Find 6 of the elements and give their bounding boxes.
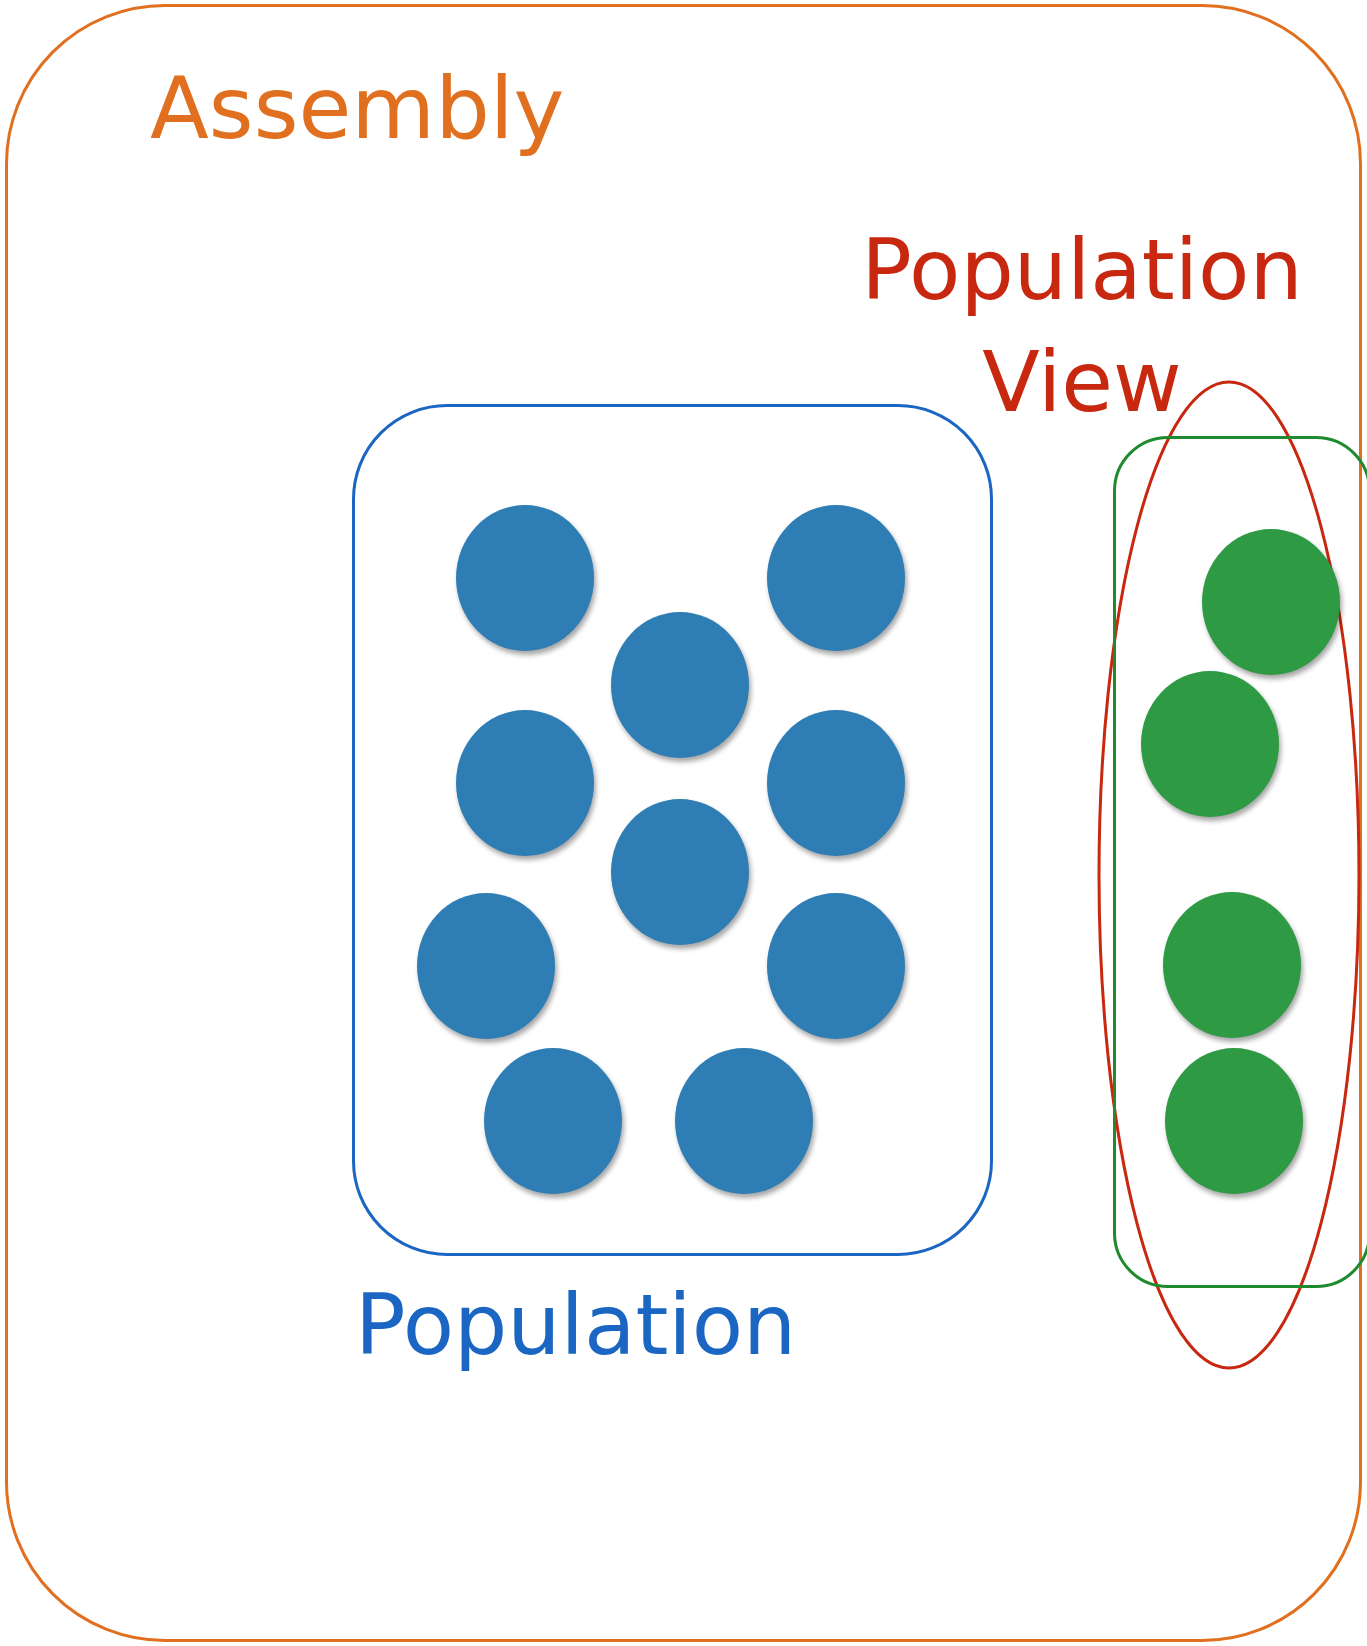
group-title: Population — [355, 1275, 797, 1376]
individual-circle — [484, 1048, 623, 1195]
individual-circle — [1140, 671, 1279, 818]
subset-container — [1113, 436, 1367, 1288]
group-title: Assembly — [150, 57, 565, 160]
group-title: Population View — [860, 220, 1304, 433]
